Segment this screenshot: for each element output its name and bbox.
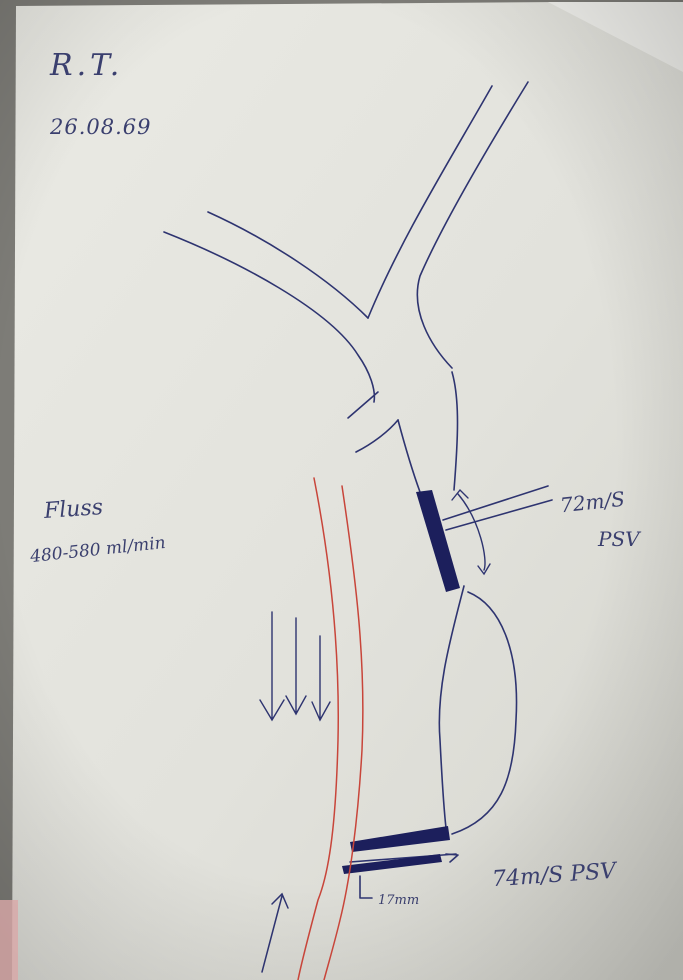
- patient-initials: R.T.: [50, 48, 123, 83]
- length-measure: 17mm: [378, 893, 419, 908]
- note-date: 26.08.69: [50, 115, 152, 139]
- flow-label: Fluss: [43, 495, 104, 524]
- corner-smudge: [0, 900, 18, 980]
- psv-top-unit: PSV: [598, 527, 640, 551]
